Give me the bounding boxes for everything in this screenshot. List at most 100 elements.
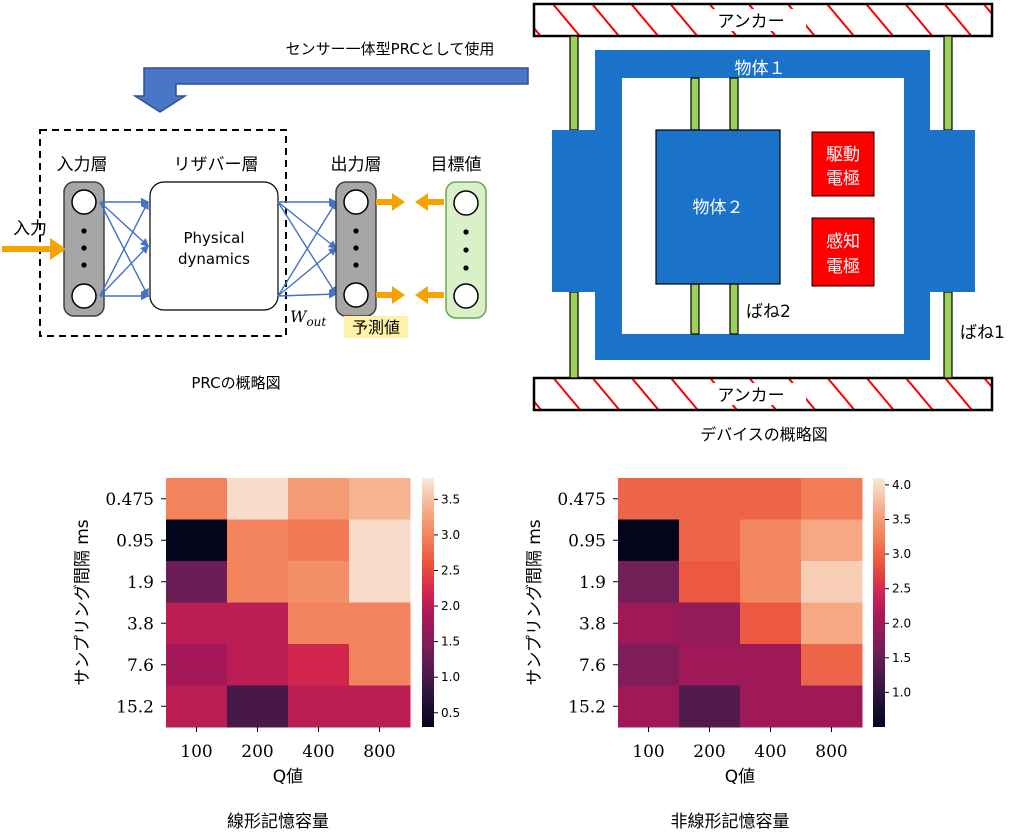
anchor-bottom-label: アンカー xyxy=(717,386,784,406)
heatmap-cell xyxy=(349,519,411,562)
heatmap-cell xyxy=(801,561,863,603)
input-label: 入力 xyxy=(13,219,47,239)
heatmap-cell xyxy=(166,602,228,645)
x-axis-label: Q値 xyxy=(725,767,755,787)
heatmap-cell xyxy=(227,478,289,520)
colorbar-tick-label: 1.5 xyxy=(892,651,911,665)
heatmap-cell xyxy=(679,685,741,728)
heatmap-cell xyxy=(166,478,228,520)
heatmap-cell xyxy=(801,519,863,562)
heatmap-cell xyxy=(288,478,350,520)
heatmap-cell xyxy=(618,644,680,686)
y-tick-label: 15.2 xyxy=(568,697,606,717)
heatmap-cell xyxy=(288,602,350,645)
heatmap-cell xyxy=(740,478,802,520)
device-diagram: アンカー アンカー 物体１ 物体２ 駆動 電極 感知 電極 xyxy=(532,2,1005,444)
heatmap-cell xyxy=(740,602,802,645)
y-tick-label: 0.95 xyxy=(116,531,154,551)
y-tick-label: 3.8 xyxy=(579,614,606,634)
heatmap-cell xyxy=(679,519,741,562)
heatmap-cell xyxy=(801,685,863,728)
heatmap-cell xyxy=(801,602,863,645)
sense-electrode-line2: 電極 xyxy=(826,257,860,277)
heatmap-cell xyxy=(166,644,228,686)
anchor-top-label: アンカー xyxy=(717,12,784,32)
y-tick-label: 0.475 xyxy=(557,490,606,510)
target-node-top xyxy=(453,190,479,216)
x-tick-label: 100 xyxy=(632,742,664,762)
heatmap-caption: 非線形記憶容量 xyxy=(671,812,790,832)
y-tick-label: 1.9 xyxy=(127,573,154,593)
colorbar-tick-label: 1.0 xyxy=(441,670,460,684)
usage-arrow-label: センサー一体型PRCとして使用 xyxy=(286,40,495,58)
output-dot xyxy=(353,228,359,234)
heatmap-cell xyxy=(288,685,350,728)
target-layer-label: 目標値 xyxy=(431,155,482,175)
input-node-bottom xyxy=(71,283,97,309)
output-layer-label: 出力層 xyxy=(331,155,382,175)
y-tick-label: 1.9 xyxy=(579,573,606,593)
input-connections xyxy=(99,197,150,301)
sense-electrode xyxy=(811,217,875,287)
x-tick-label: 400 xyxy=(754,742,786,762)
y-tick-label: 0.475 xyxy=(105,490,154,510)
heatmap-cell xyxy=(618,519,680,562)
heatmap-cell xyxy=(801,644,863,686)
heatmap-cell xyxy=(740,685,802,728)
input-arrow xyxy=(2,238,66,260)
y-tick-label: 7.6 xyxy=(127,656,154,676)
heatmap-cell xyxy=(349,644,411,686)
heatmap-cell xyxy=(349,478,411,520)
heatmap-cell xyxy=(227,685,289,728)
colorbar xyxy=(873,478,885,727)
x-axis-label: Q値 xyxy=(273,767,303,787)
x-tick-label: 800 xyxy=(363,742,395,762)
heatmap-cell xyxy=(740,644,802,686)
x-tick-label: 200 xyxy=(241,742,273,762)
heatmap-cell xyxy=(227,519,289,562)
prc-system-box xyxy=(39,129,287,337)
target-node-bottom xyxy=(453,283,479,309)
heatmap-cell xyxy=(349,602,411,645)
heatmap-cell xyxy=(679,561,741,603)
output-dot xyxy=(353,245,359,251)
heatmap-cell xyxy=(801,478,863,520)
y-tick-label: 3.8 xyxy=(127,614,154,634)
colorbar xyxy=(422,478,434,727)
x-tick-label: 400 xyxy=(302,742,334,762)
heatmap-cell xyxy=(349,685,411,728)
input-layer-label: 入力層 xyxy=(57,155,108,175)
heatmap-cell xyxy=(618,561,680,603)
spring2-label: ばね2 xyxy=(746,302,791,322)
heatmap-cell xyxy=(288,519,350,562)
reservoir-layer-label: リザバー層 xyxy=(174,155,259,175)
input-dot xyxy=(81,245,87,251)
colorbar-tick-label: 2.0 xyxy=(441,599,460,613)
heatmap-caption: 線形記憶容量 xyxy=(227,812,329,832)
drive-electrode xyxy=(811,131,875,197)
heatmap-cell xyxy=(288,644,350,686)
output-connections xyxy=(277,197,338,299)
heatmap-cell xyxy=(740,519,802,562)
mass2-label: 物体２ xyxy=(693,198,744,218)
colorbar-tick-label: 1.5 xyxy=(441,635,460,649)
output-node-bottom xyxy=(343,282,369,308)
colorbar-tick-label: 3.0 xyxy=(441,528,460,542)
heatmap-cell xyxy=(349,561,411,603)
input-node-top xyxy=(71,189,97,215)
heatmap-cell xyxy=(740,561,802,603)
colorbar-tick-label: 0.5 xyxy=(441,706,460,720)
anchor-top-label-bg xyxy=(696,9,806,31)
device-caption: デバイスの概略図 xyxy=(700,425,828,444)
y-tick-label: 15.2 xyxy=(116,697,154,717)
physical-dynamics-line1: Physical xyxy=(183,229,244,247)
target-dot xyxy=(463,247,469,253)
x-tick-label: 800 xyxy=(815,742,847,762)
heatmap-cell xyxy=(618,602,680,645)
colorbar-tick-label: 4.0 xyxy=(892,478,911,492)
prediction-label: 予測値 xyxy=(352,318,400,337)
drive-electrode-line1: 駆動 xyxy=(826,145,860,165)
